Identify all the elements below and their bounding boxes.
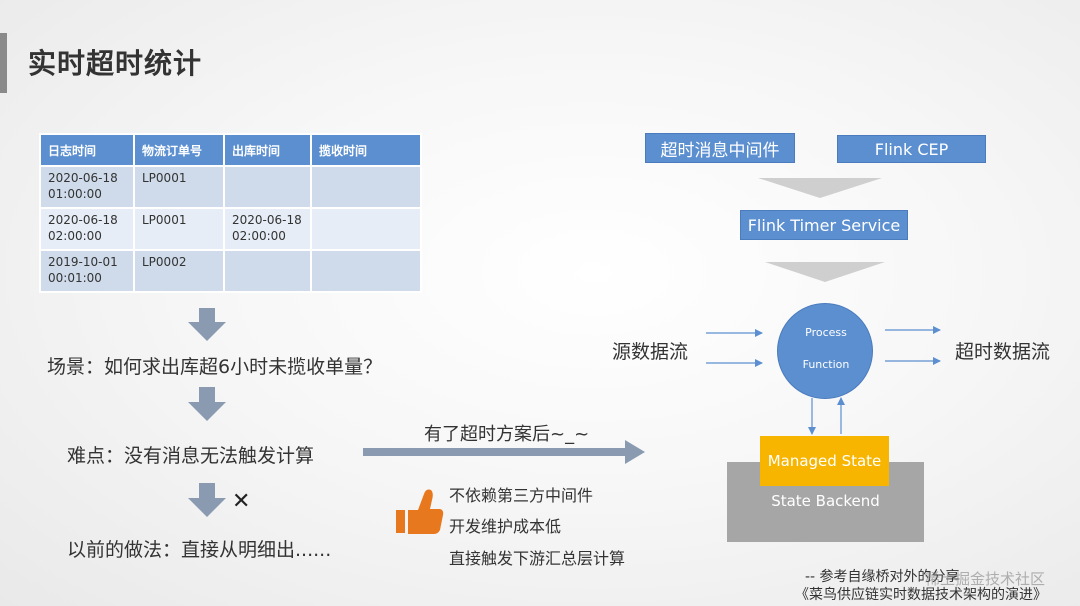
table-header: 日志时间	[39, 133, 135, 167]
benefit-item: 开发维护成本低	[449, 517, 562, 536]
chevron-down-icon	[765, 262, 885, 282]
chevron-down-icon	[758, 178, 882, 198]
footnote-line1: -- 参考自缘桥对外的分享	[805, 569, 960, 585]
flink-timer-service-box: Flink Timer Service	[740, 210, 908, 240]
thumbs-up-icon	[396, 489, 444, 534]
footnote-line2: 《菜鸟供应链实时数据技术架构的演进》	[795, 587, 1047, 603]
scenario-text: 场景：如何求出库超6小时未揽收单量？	[47, 356, 383, 378]
down-arrow-icon	[188, 387, 226, 421]
table-cell: LP0002	[133, 249, 225, 293]
watermark: 稀土掘金技术社区	[925, 570, 1046, 588]
timeout-middleware-box: 超时消息中间件	[645, 133, 795, 163]
table-header: 揽收时间	[310, 133, 422, 167]
close-icon: ✕	[232, 489, 251, 514]
table-header: 出库时间	[223, 133, 312, 167]
page-title: 实时超时统计	[28, 47, 203, 80]
arrow-label: 有了超时方案后~_~	[424, 424, 590, 445]
previous-approach-text: 以前的做法：直接从明细出......	[67, 539, 332, 561]
managed-state-box: Managed State	[760, 436, 889, 486]
process-label: Process	[805, 326, 847, 339]
table-header: 物流订单号	[133, 133, 225, 167]
down-arrow-icon	[188, 483, 226, 517]
function-label: Function	[802, 358, 850, 371]
table-header-row: 日志时间 物流订单号 出库时间 揽收时间	[39, 133, 422, 167]
benefit-item: 不依赖第三方中间件	[449, 486, 594, 505]
source-stream-label: 源数据流	[612, 341, 689, 363]
output-stream-label: 超时数据流	[955, 341, 1051, 363]
title-accent-bar	[0, 33, 7, 93]
table-cell	[310, 207, 422, 251]
table-cell	[223, 249, 312, 293]
table-cell	[223, 165, 312, 209]
benefit-item: 直接触发下游汇总层计算	[449, 549, 626, 568]
state-backend-label: State Backend	[771, 492, 880, 510]
flink-cep-box: Flink CEP	[837, 135, 986, 163]
down-arrow-icon	[188, 308, 226, 341]
table-cell	[310, 165, 422, 209]
table-cell: LP0001	[133, 165, 225, 209]
table-cell	[310, 249, 422, 293]
right-arrow-icon	[363, 440, 645, 464]
difficulty-text: 难点：没有消息无法触发计算	[67, 445, 315, 467]
process-function-node: Process Function	[777, 303, 873, 399]
table-cell: LP0001	[133, 207, 225, 251]
